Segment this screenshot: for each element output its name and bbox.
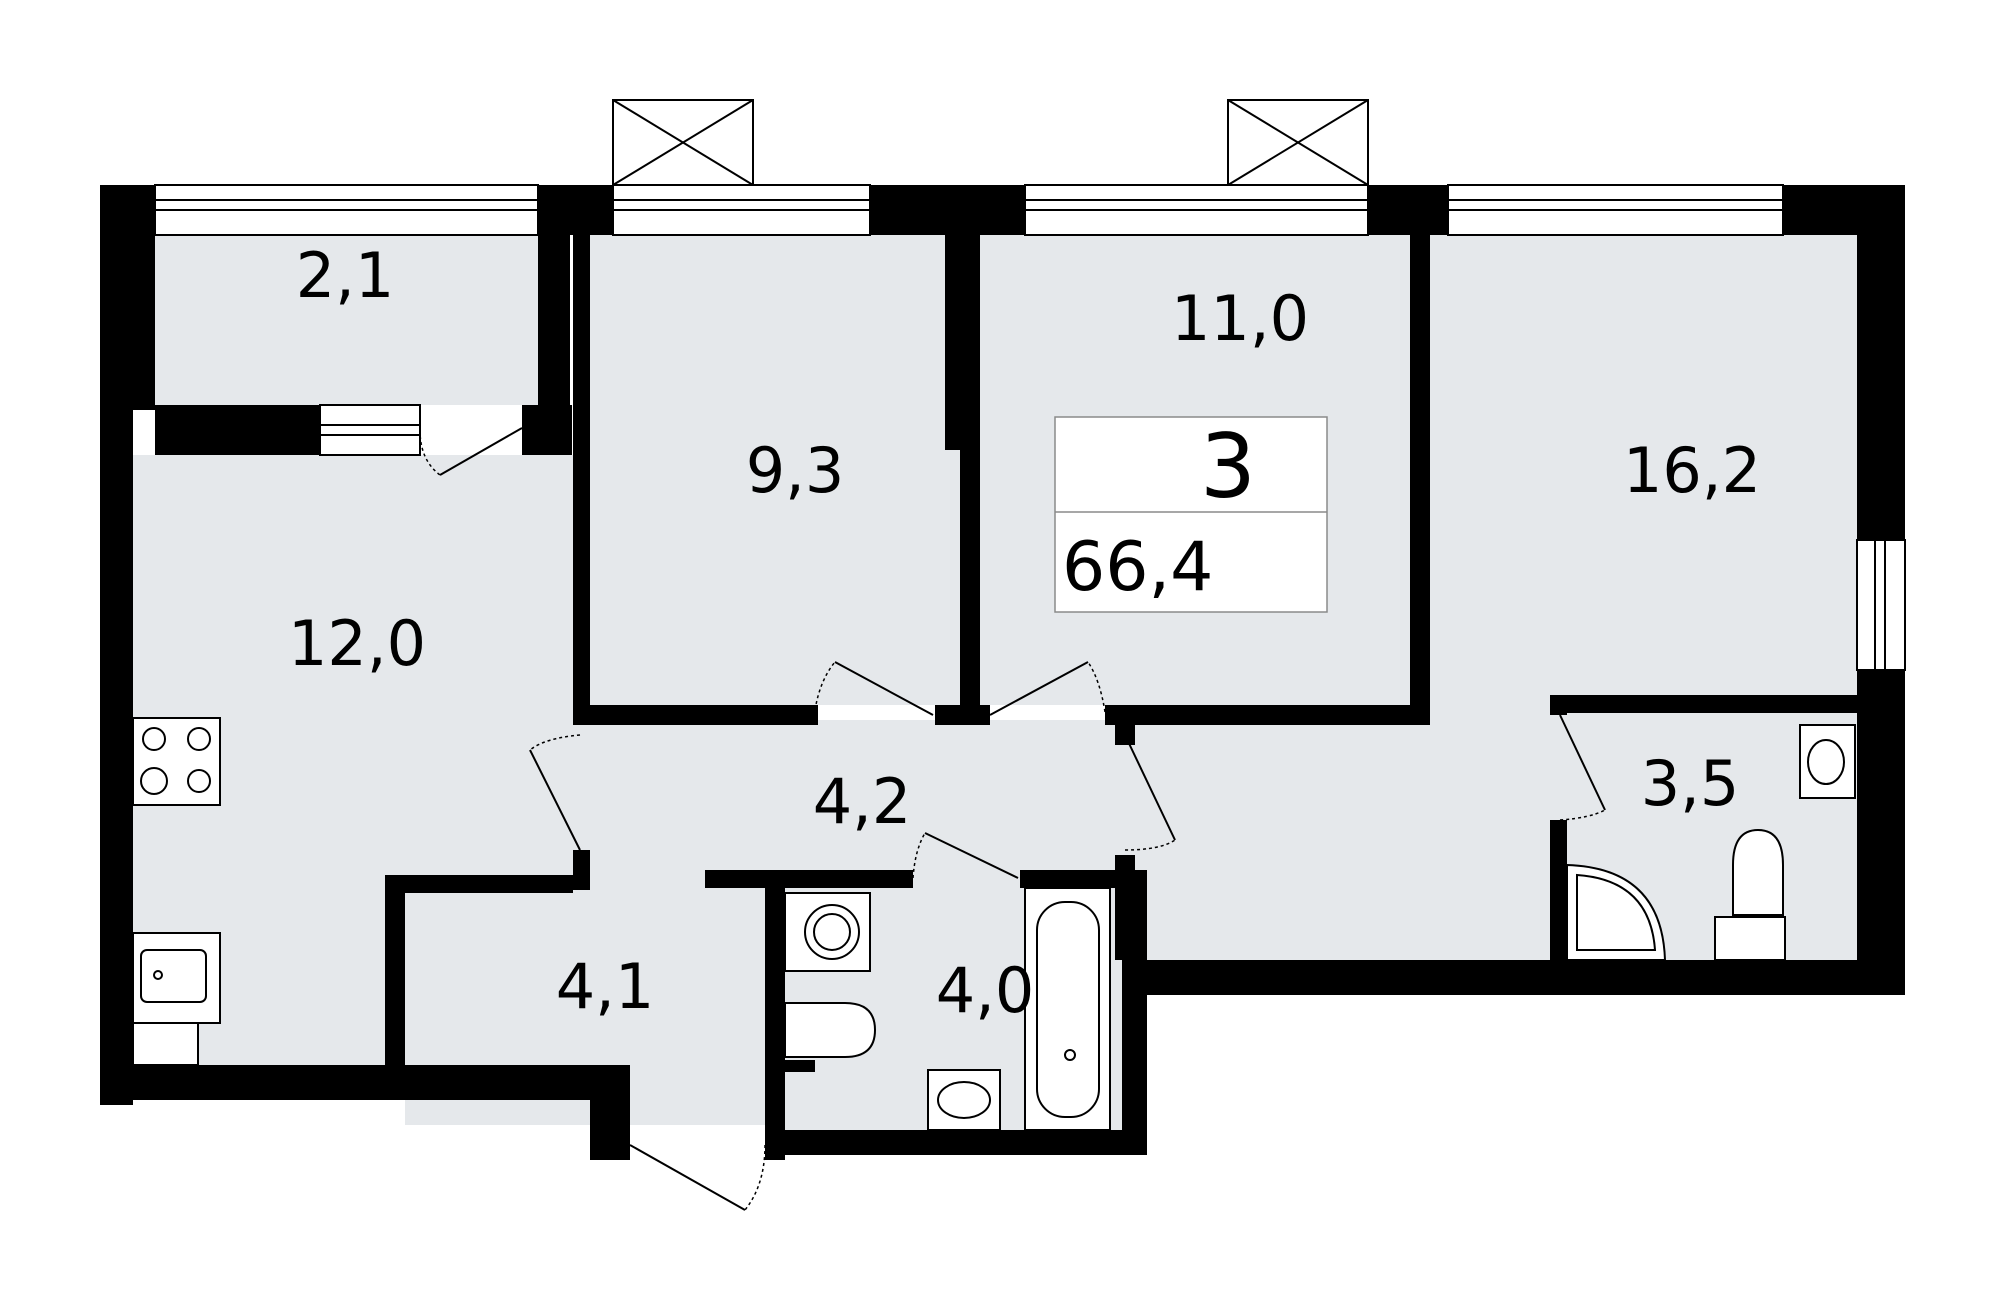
- wall: [960, 440, 980, 720]
- wall: [100, 405, 133, 1105]
- rooms-count: 3: [1200, 415, 1256, 518]
- wall: [1560, 695, 1870, 713]
- wall: [1105, 705, 1430, 725]
- windows: [154, 184, 1906, 671]
- toilet-icon: [784, 1002, 877, 1058]
- door: [1559, 714, 1606, 811]
- wall: [1368, 185, 1448, 235]
- wall: [1410, 235, 1430, 725]
- wall: [573, 850, 590, 890]
- wall: [590, 1065, 630, 1160]
- wall: [945, 235, 980, 450]
- area-label-shower-room: 3,5: [1641, 747, 1740, 820]
- wall: [1122, 960, 1905, 995]
- wall: [155, 405, 320, 455]
- door: [834, 661, 934, 716]
- total-area: 66,4: [1062, 528, 1213, 607]
- ac-units: [612, 99, 1369, 186]
- area-label-bedroom-small: 9,3: [746, 434, 845, 507]
- wall: [1550, 820, 1567, 960]
- wall: [1122, 870, 1147, 1155]
- area-label-living-room: 16,2: [1623, 434, 1761, 507]
- door: [924, 832, 1019, 879]
- wall: [1020, 870, 1142, 888]
- door: [529, 749, 581, 851]
- area-label-bathroom: 4,0: [936, 954, 1035, 1027]
- toilet-icon: [1732, 828, 1784, 916]
- area-label-entrance-hall: 4,1: [556, 950, 655, 1023]
- window: [1856, 539, 1906, 671]
- wall: [1857, 185, 1905, 540]
- room-labels: 2,1 9,3 11,0 16,2 12,0 4,2 4,1 4,0 3,5: [288, 239, 1761, 1027]
- shower-tray-icon: [1566, 863, 1667, 961]
- wall: [1550, 695, 1567, 715]
- wall: [573, 705, 818, 725]
- wall: [1857, 670, 1905, 995]
- wall: [1115, 720, 1135, 745]
- wall: [935, 705, 990, 725]
- bathtub-icon: [1024, 887, 1111, 1131]
- wall: [705, 870, 913, 888]
- entrance-door: [629, 1144, 746, 1211]
- floor-balcony: [155, 235, 542, 405]
- wall: [100, 185, 155, 410]
- area-label-kitchen: 12,0: [288, 607, 426, 680]
- fixtures: [132, 717, 1856, 1131]
- wall: [765, 870, 785, 1155]
- door: [989, 661, 1089, 716]
- area-label-balcony: 2,1: [296, 239, 395, 312]
- sink-icon: [1799, 724, 1856, 799]
- wall: [538, 185, 570, 425]
- door: [1124, 734, 1176, 841]
- wall: [765, 1130, 785, 1160]
- balcony-door: [319, 404, 421, 456]
- wall: [385, 875, 405, 1065]
- area-label-corridor: 4,2: [813, 765, 912, 838]
- sink-icon: [927, 1069, 1001, 1131]
- wall: [385, 875, 573, 893]
- area-label-bedroom-middle: 11,0: [1171, 282, 1309, 355]
- kitchen-cabinet-icon: [132, 1022, 199, 1066]
- doors: [419, 427, 1606, 1211]
- wall: [785, 1060, 815, 1072]
- walls: [100, 185, 1905, 1160]
- wall: [573, 235, 590, 720]
- apartment-info-box: 3 66,4: [1054, 415, 1328, 613]
- wall: [765, 1130, 1145, 1155]
- door: [439, 427, 523, 476]
- floor-bedroom-small: [590, 235, 960, 705]
- wall: [100, 1065, 620, 1100]
- toilet-cistern-icon: [1714, 916, 1786, 961]
- wall: [870, 185, 1025, 235]
